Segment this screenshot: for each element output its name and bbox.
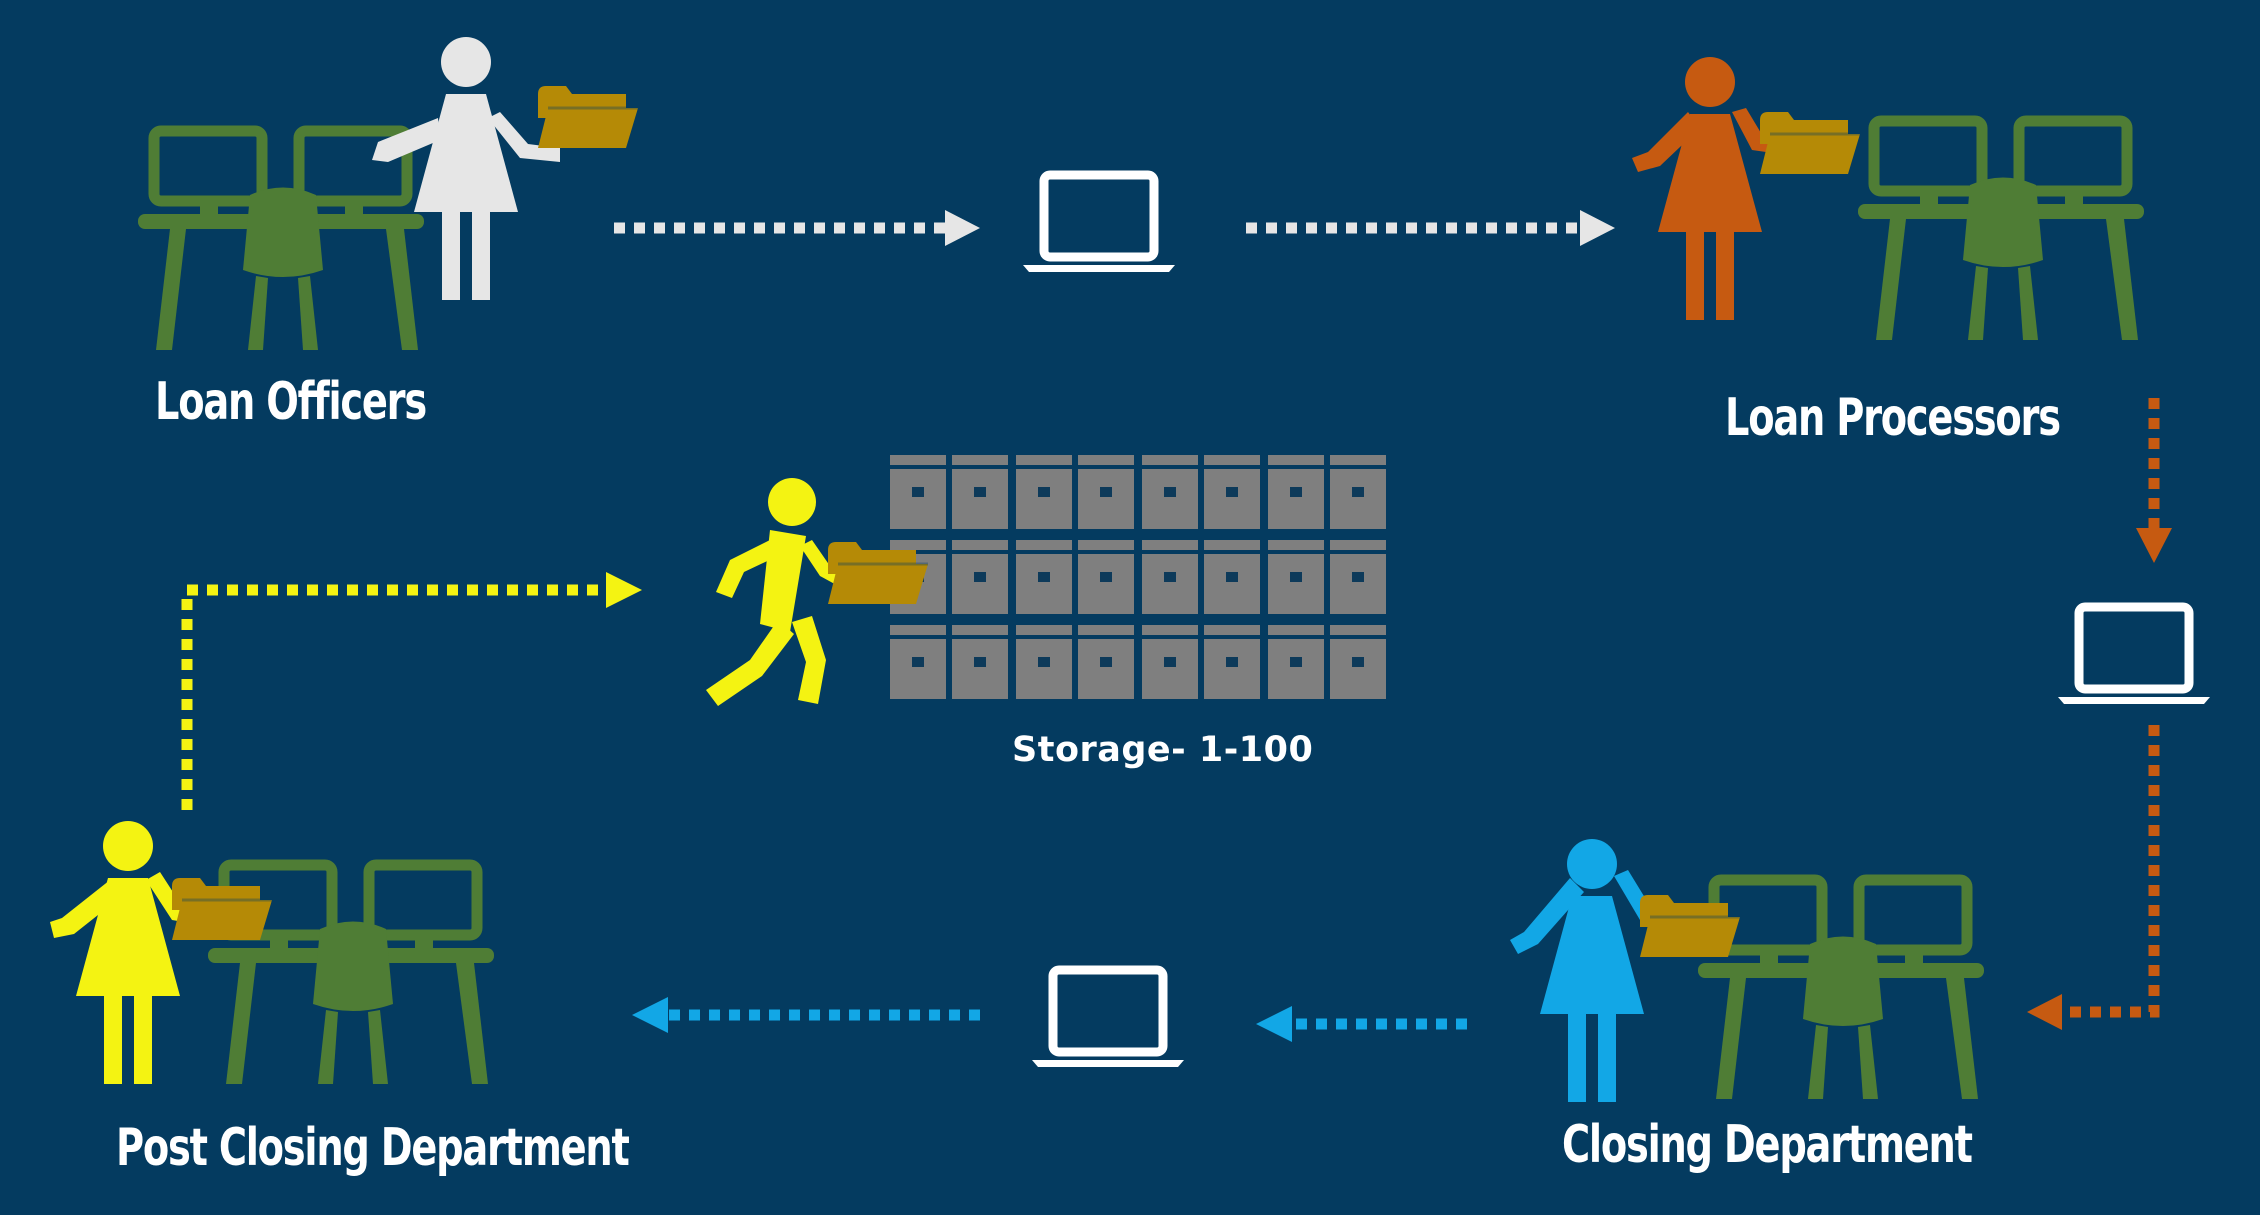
- laptop-icon: [2058, 607, 2210, 704]
- laptop-icon: [1032, 970, 1184, 1067]
- laptop-icon: [1023, 175, 1175, 272]
- storage-label: Storage- 1-100: [1012, 730, 1314, 770]
- cabinet-drawer: [1330, 540, 1386, 614]
- cabinet-drawer: [1078, 540, 1134, 614]
- arrowhead: [632, 997, 668, 1033]
- cabinet-drawer: [1268, 540, 1324, 614]
- loan-processors-label: Loan Processors: [1725, 388, 2061, 448]
- person-icon: [50, 821, 198, 1084]
- arrowhead: [945, 210, 980, 246]
- loan-processors-group: [1632, 57, 2144, 340]
- cabinet-drawer: [1268, 455, 1324, 529]
- folder-icon: [1638, 893, 1742, 959]
- cabinet-drawer: [1142, 455, 1198, 529]
- folder-icon: [1758, 110, 1862, 176]
- storage-cabinets: [890, 455, 1386, 699]
- cabinet-drawer: [1016, 455, 1072, 529]
- cabinet-drawer: [1204, 625, 1260, 699]
- cabinet-drawer: [1078, 455, 1134, 529]
- closing-department-label: Closing Department: [1562, 1115, 1973, 1175]
- folder-icon: [170, 876, 274, 942]
- arrowhead: [2136, 528, 2172, 563]
- cabinet-drawer: [1078, 625, 1134, 699]
- arrowhead: [2027, 994, 2062, 1030]
- folder-icon: [826, 540, 930, 606]
- desk-icon: [138, 131, 424, 350]
- walking-person-icon: [706, 478, 848, 706]
- cabinet-drawer: [1204, 455, 1260, 529]
- loan-officers-label: Loan Officers: [155, 372, 427, 432]
- post-closing-department-label: Post Closing Department: [116, 1118, 630, 1178]
- cabinet-drawer: [890, 455, 946, 529]
- arrow-laptop-to-closing: [2062, 725, 2160, 1018]
- flow-arrows: [181, 210, 2172, 1042]
- arrowhead: [606, 572, 642, 608]
- cabinet-drawer: [1142, 625, 1198, 699]
- arrowhead: [1256, 1006, 1292, 1042]
- desk-icon: [1858, 121, 2144, 340]
- cabinet-drawer: [1016, 625, 1072, 699]
- post-closing-department-group: [50, 821, 494, 1084]
- cabinet-drawer: [952, 455, 1008, 529]
- arrow-postclosing-to-storage: [181, 584, 606, 810]
- person-icon: [1510, 839, 1662, 1102]
- cabinet-drawer: [1330, 455, 1386, 529]
- cabinet-drawer: [890, 625, 946, 699]
- cabinet-drawer: [1204, 540, 1260, 614]
- closing-department-group: [1510, 839, 1984, 1102]
- cabinet-drawer: [1142, 540, 1198, 614]
- cabinet-drawer: [952, 625, 1008, 699]
- cabinet-drawer: [952, 540, 1008, 614]
- person-icon: [1632, 57, 1780, 320]
- desk-icon: [1698, 880, 1984, 1099]
- person-icon: [372, 37, 560, 300]
- cabinet-drawer: [1268, 625, 1324, 699]
- cabinet-drawer: [1016, 540, 1072, 614]
- folder-icon: [536, 84, 640, 150]
- arrowhead: [1580, 210, 1615, 246]
- cabinet-drawer: [1330, 625, 1386, 699]
- loan-officers-group: [138, 37, 640, 350]
